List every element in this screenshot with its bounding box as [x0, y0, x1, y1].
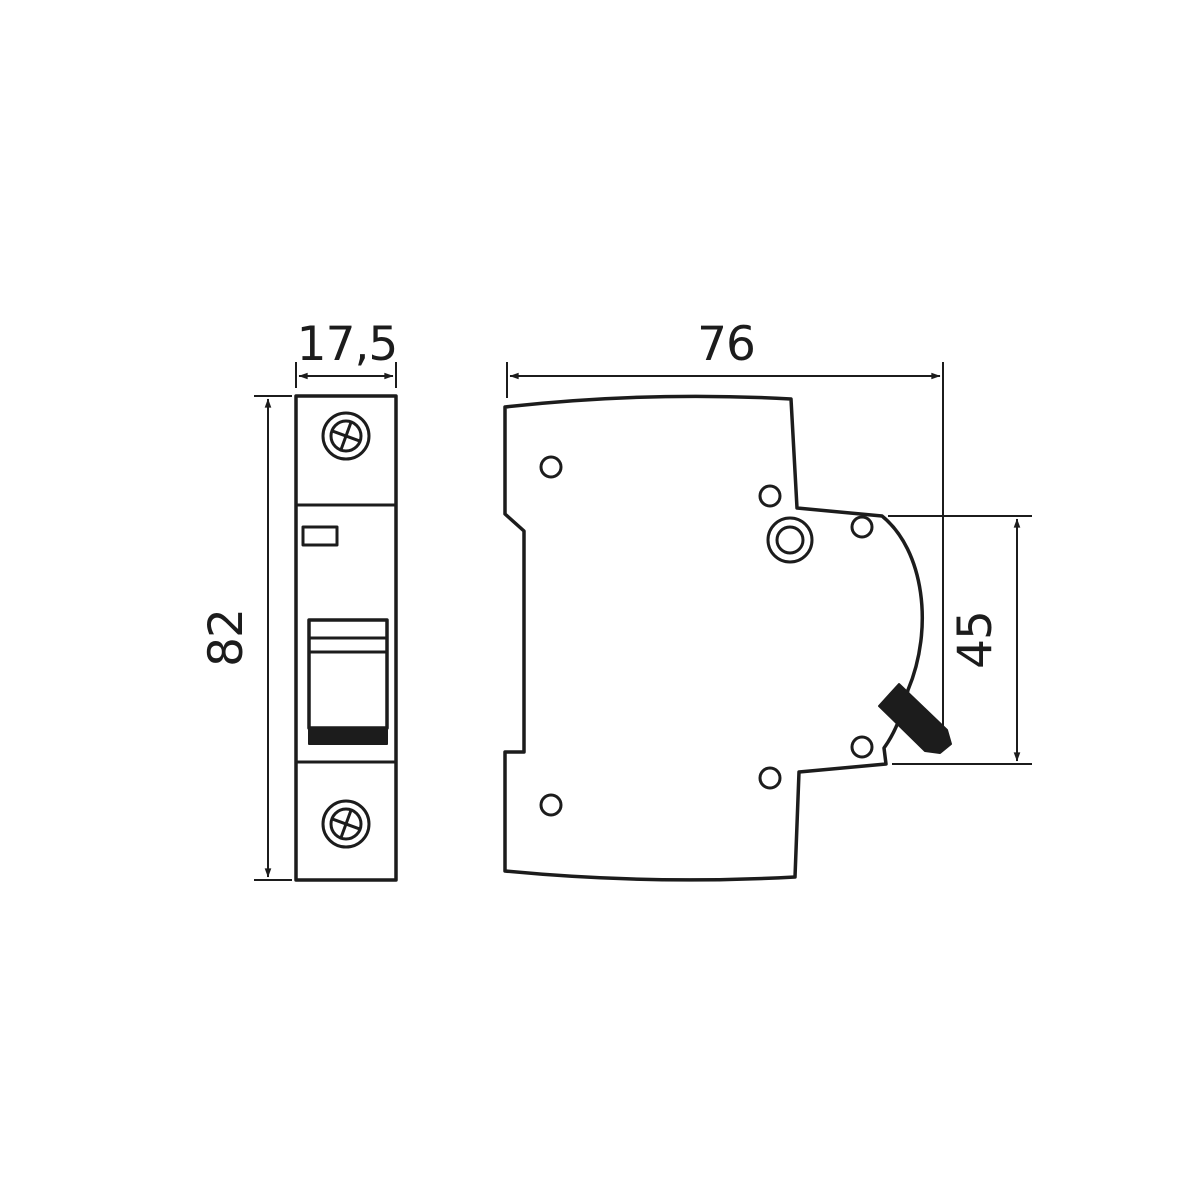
rivet-hole: [539, 793, 563, 817]
toggle-base-bar: [308, 727, 388, 745]
rivet-hole: [539, 455, 563, 479]
dimension-side-face-height: 45: [888, 515, 1032, 765]
bottom-terminal-screw-icon: [321, 799, 371, 849]
dimension-front-width: 17,5: [295, 317, 398, 388]
rivet-hole: [758, 484, 782, 508]
toggle-lever-side: [878, 683, 952, 754]
dimension-front-height: 82: [199, 395, 292, 881]
toggle-switch-front: [307, 618, 389, 745]
rivet-hole: [758, 766, 782, 790]
dim-label-side-depth: 76: [697, 317, 755, 372]
toggle-axle-boss: [766, 516, 814, 564]
dim-label-side-face-height: 45: [948, 611, 1003, 669]
breaker-side-profile: [503, 394, 924, 882]
front-view: [294, 394, 398, 882]
rivet-hole: [850, 735, 874, 759]
status-indicator-window: [301, 525, 339, 547]
side-view: [503, 394, 952, 882]
top-terminal-screw-icon: [321, 411, 371, 461]
dim-label-front-height: 82: [199, 609, 254, 667]
dim-label-front-width: 17,5: [297, 317, 398, 372]
dimension-side-depth: 76: [506, 317, 944, 748]
rivet-hole: [850, 515, 874, 539]
